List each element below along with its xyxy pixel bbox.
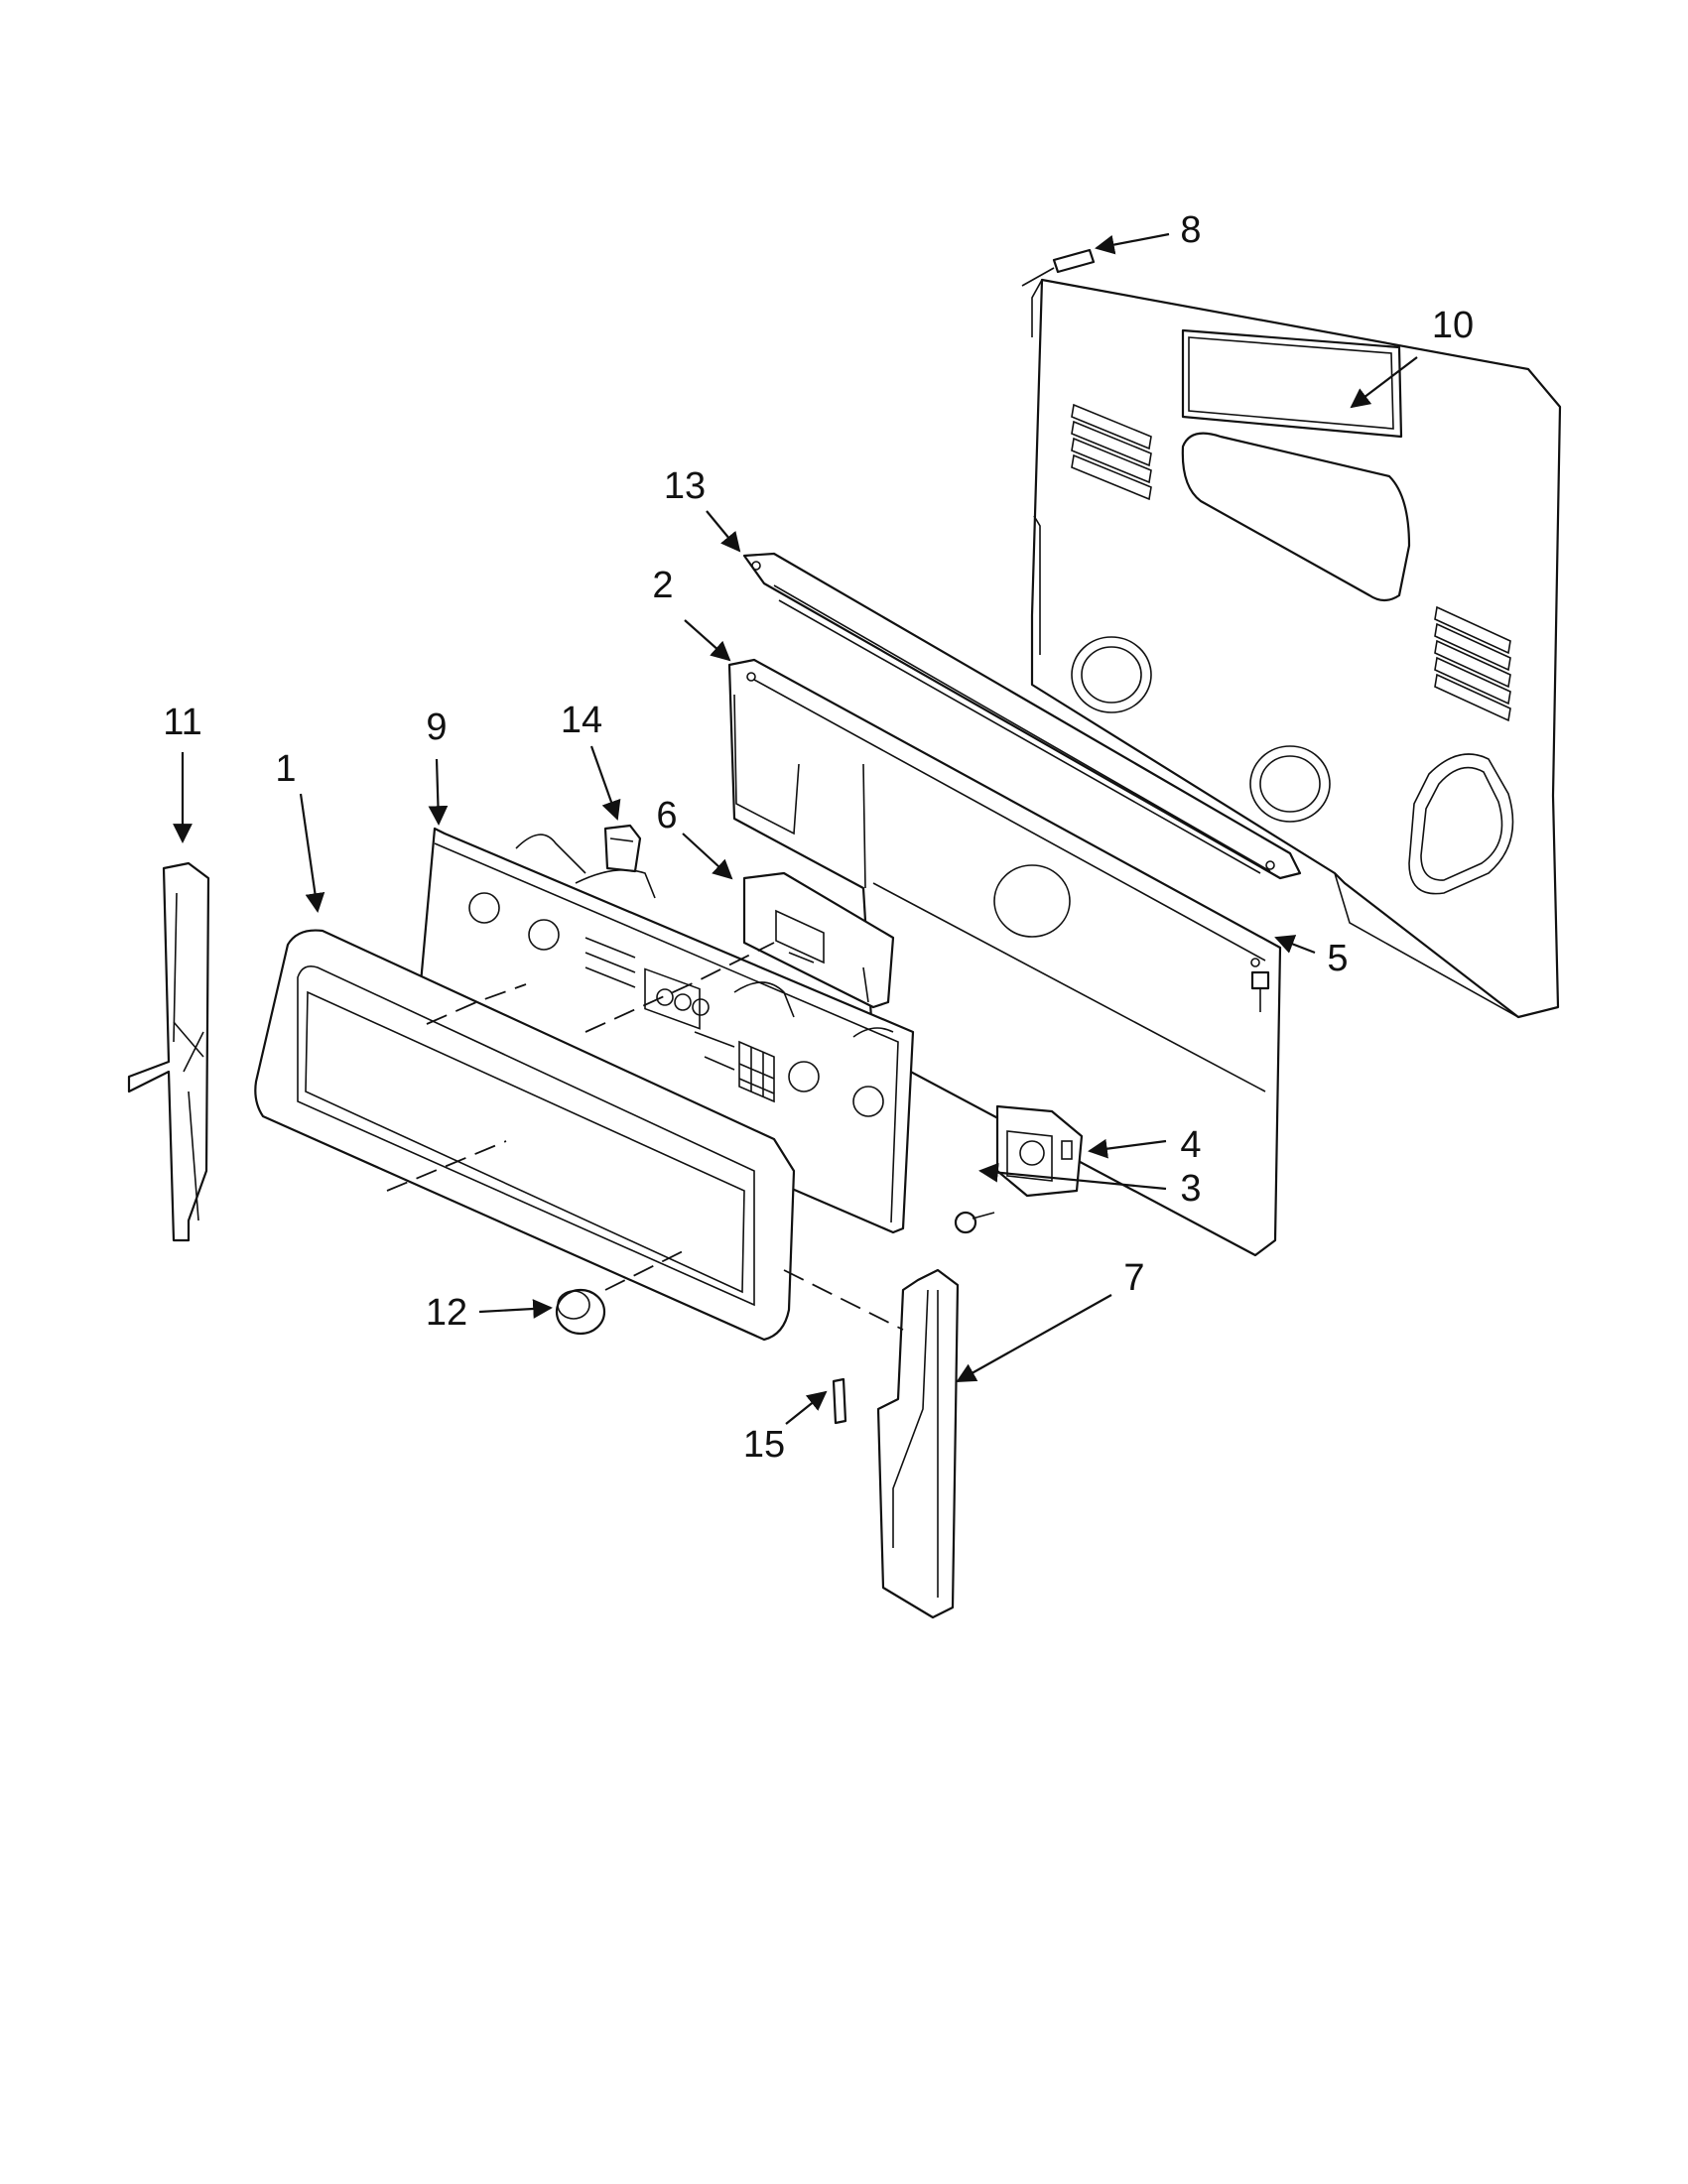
assembly-line-3 — [386, 1140, 507, 1192]
callout-8: 8 — [1180, 209, 1201, 251]
left-side-bracket-part — [127, 861, 210, 1242]
assembly-line-1 — [426, 983, 527, 1025]
clip-part — [603, 824, 642, 873]
callout-11: 11 — [163, 702, 201, 743]
right-side-bracket-part — [876, 1268, 960, 1619]
electronic-control-part — [742, 871, 895, 1009]
screw-part-3 — [954, 1211, 995, 1234]
leader-4 — [1088, 1138, 1167, 1159]
leader-8 — [1095, 232, 1170, 255]
screw-part-5 — [1250, 970, 1270, 1012]
leader-3 — [978, 1162, 1167, 1191]
callout-3: 3 — [1180, 1168, 1201, 1210]
leader-13 — [706, 510, 741, 553]
callout-5: 5 — [1327, 938, 1348, 979]
callout-14: 14 — [561, 700, 602, 741]
leader-12 — [478, 1299, 553, 1319]
leader-1 — [299, 793, 325, 913]
rear-panel-part — [1030, 278, 1562, 1019]
callout-7: 7 — [1123, 1257, 1144, 1299]
callout-13: 13 — [664, 465, 706, 507]
rail-part — [742, 552, 1302, 880]
callout-9: 9 — [426, 707, 447, 748]
leader-2 — [684, 619, 731, 662]
leader-14 — [589, 745, 621, 821]
callout-4: 4 — [1180, 1124, 1201, 1166]
leader-9 — [428, 758, 449, 826]
callout-12: 12 — [426, 1292, 467, 1334]
console-trim-part — [254, 929, 796, 1342]
leader-15 — [785, 1390, 828, 1425]
leader-7 — [956, 1294, 1112, 1382]
leader-5 — [1274, 935, 1316, 955]
callout-15: 15 — [743, 1424, 785, 1466]
leader-6 — [682, 833, 733, 880]
leader-10 — [1350, 356, 1418, 409]
bracket-part — [727, 658, 1282, 1257]
assembly-line-2 — [584, 942, 775, 1033]
small-clip-part — [832, 1377, 847, 1425]
assembly-line-5 — [783, 1269, 904, 1331]
callout-1: 1 — [275, 748, 296, 790]
assembly-line-4 — [604, 1249, 686, 1291]
screw-part-8 — [1021, 248, 1096, 287]
control-panel-part — [415, 827, 915, 1234]
callout-10: 10 — [1432, 305, 1474, 346]
callout-6: 6 — [656, 795, 677, 836]
callout-2: 2 — [652, 565, 673, 606]
knob-part — [555, 1288, 606, 1336]
